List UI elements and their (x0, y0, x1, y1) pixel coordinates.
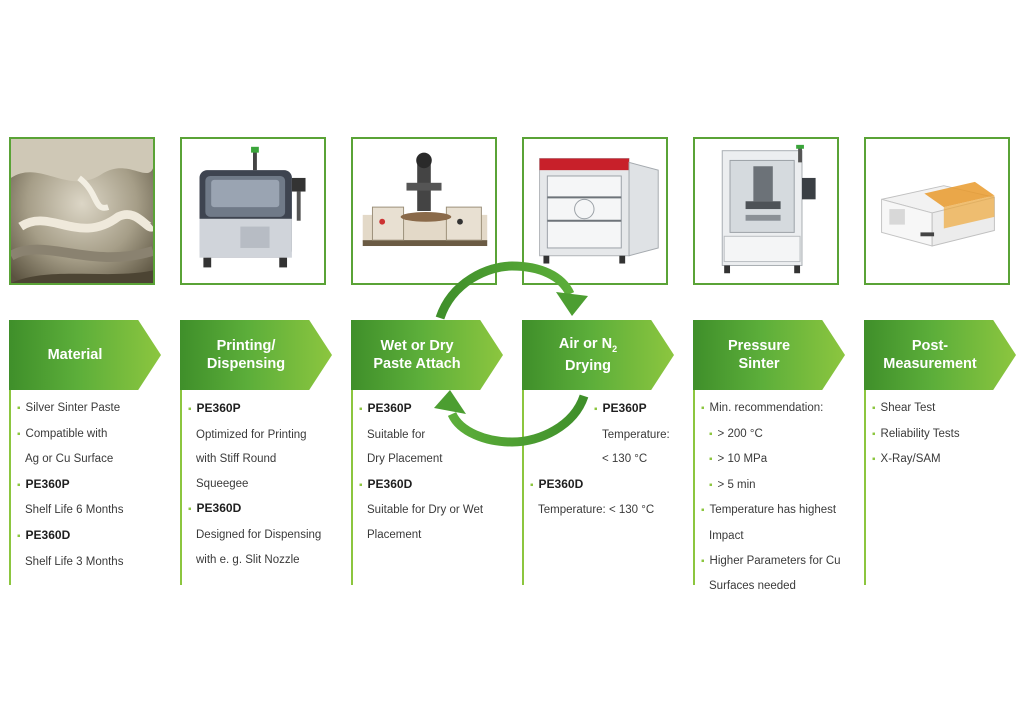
detail-line: Temperature: (602, 428, 670, 441)
step-material: Material (9, 320, 161, 390)
step-title: Wet or Dry Paste Attach (373, 338, 461, 372)
step-paste-attach: Wet or Dry Paste Attach (351, 320, 503, 390)
bullet-icon (701, 403, 705, 414)
bullet-icon (872, 403, 876, 414)
bullet-icon (709, 480, 713, 491)
inspection-machine-photo (864, 137, 1010, 285)
bullet-icon (17, 429, 21, 440)
detail-line: Min. recommendation: (701, 396, 853, 422)
product-code: PE360P (17, 472, 169, 499)
bullet-icon (701, 505, 705, 516)
detail-line: Temperature: < 130 °C (538, 504, 655, 517)
detail-line: > 5 min (701, 473, 853, 499)
detail-line: Shelf Life 3 Months (25, 555, 124, 568)
detail-line: with e. g. Slit Nozzle (196, 553, 300, 566)
bullet-icon (359, 480, 363, 491)
product-code: PE360D (359, 472, 511, 499)
step-title-main: Air or N (558, 335, 613, 352)
detail-line: Silver Sinter Paste (17, 396, 169, 422)
detail-line: Compatible with (17, 422, 169, 448)
step-title: Pressure Sinter (727, 338, 791, 372)
material-details: Silver Sinter Paste Compatible with Ag o… (9, 390, 169, 585)
step-title: Post- Measurement (883, 338, 977, 372)
detail-line: Squeegee (196, 477, 249, 490)
detail-line: < 130 °C (602, 453, 648, 466)
step-printing-dispensing: Printing/ Dispensing (180, 320, 332, 390)
detail-line: Placement (367, 528, 422, 541)
detail-line: Optimized for Printing (196, 428, 307, 441)
detail-line: Shelf Life 6 Months (25, 504, 124, 517)
detail-line: > 10 MPa (701, 447, 853, 473)
detail-line: Impact (709, 529, 744, 542)
detail-line: Temperature has highest (701, 498, 853, 524)
sinter-press-photo (693, 137, 839, 285)
product-code: PE360D (17, 523, 169, 550)
detail-line: Designed for Dispensing (196, 528, 322, 541)
detail-line: Surfaces needed (709, 580, 796, 593)
bullet-icon (872, 454, 876, 465)
bullet-icon (359, 404, 363, 415)
bullet-icon (872, 429, 876, 440)
detail-line: > 200 °C (701, 422, 853, 448)
detail-line: Suitable for (367, 428, 426, 441)
drying-details: PE360P Temperature: < 130 °C PE360D Temp… (522, 390, 682, 585)
detail-line: Suitable for Dry or Wet (367, 504, 484, 517)
detail-line: Ag or Cu Surface (25, 453, 114, 466)
bullet-icon (709, 429, 713, 440)
step-title: Printing/ Dispensing (206, 338, 286, 372)
detail-line: Higher Parameters for Cu (701, 549, 853, 575)
product-code: PE360D (188, 496, 340, 523)
bullet-icon (17, 403, 21, 414)
printing-details: PE360P Optimized for Printing with Stiff… (180, 390, 340, 585)
step-title: Material (47, 347, 103, 363)
bullet-icon (188, 504, 192, 515)
silver-sinter-paste-photo (9, 137, 155, 285)
detail-line: Dry Placement (367, 453, 443, 466)
bullet-icon (594, 404, 598, 415)
step-post-measurement: Post- Measurement (864, 320, 1016, 390)
bullet-icon (701, 556, 705, 567)
product-code: PE360D (530, 472, 682, 499)
detail-line: Shear Test (872, 396, 1024, 422)
product-code: PE360P (188, 396, 340, 423)
bullet-icon (17, 480, 21, 491)
detail-line: Reliability Tests (872, 422, 1024, 448)
drying-oven-photo (522, 137, 668, 285)
bullet-icon (530, 480, 534, 491)
attach-details: PE360P Suitable for Dry Placement PE360D… (351, 390, 511, 585)
bullet-icon (188, 404, 192, 415)
step-title-end: Drying (565, 358, 611, 375)
post-measurement-details: Shear Test Reliability Tests X-Ray/SAM (864, 390, 1024, 585)
die-bonder-photo (351, 137, 497, 285)
step-title-subscript: 2 (612, 343, 618, 354)
bullet-icon (17, 531, 21, 542)
stencil-printer-photo (180, 137, 326, 285)
detail-line: with Stiff Round (196, 453, 277, 466)
arrowhead-right-icon (556, 292, 588, 316)
product-code: PE360P (359, 396, 511, 423)
detail-line: X-Ray/SAM (872, 447, 1024, 473)
step-pressure-sinter: Pressure Sinter (693, 320, 845, 390)
product-code: PE360P (530, 396, 682, 423)
sinter-details: Min. recommendation: > 200 °C > 10 MPa >… (693, 390, 853, 592)
bullet-icon (709, 454, 713, 465)
